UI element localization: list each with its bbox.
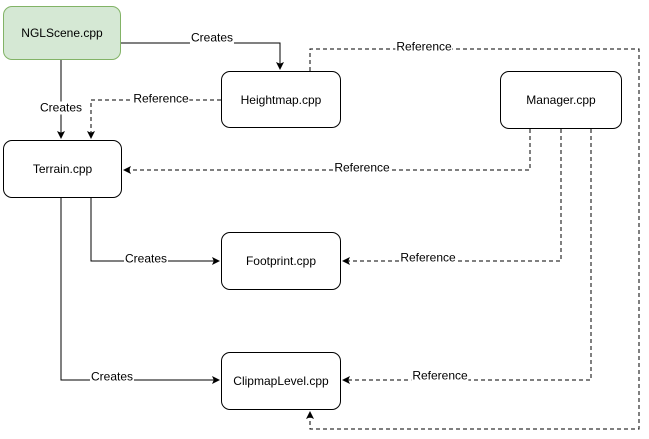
edge-label-reference-footprint: Reference [399, 250, 457, 265]
edge-label-creates-footprint: Creates [123, 251, 169, 266]
edge-label-creates-heightmap: Creates [189, 30, 235, 45]
node-clipmaplevel: ClipmapLevel.cpp [221, 352, 341, 410]
edge-heightmap-reference-terrain [87, 99, 221, 139]
node-nglscene: NGLScene.cpp [3, 6, 121, 60]
node-heightmap: Heightmap.cpp [221, 71, 341, 128]
node-terrain: Terrain.cpp [3, 140, 122, 198]
edge-label-reference-terrain-hm: Reference [132, 91, 190, 106]
edge-label-creates-clipmaplevel: Creates [89, 369, 135, 384]
edge-manager-reference-footprint [342, 129, 562, 265]
edge-label-creates-terrain: Creates [38, 100, 84, 115]
edge-label-reference-clipmaplevel: Reference [411, 368, 469, 383]
edge-terrain-creates-clipmaplevel [60, 198, 220, 384]
node-manager: Manager.cpp [500, 71, 622, 129]
edge-label-reference-terrain-mgr: Reference [333, 160, 391, 175]
edge-terrain-creates-footprint [90, 198, 220, 265]
edge-heightmap-reference-clipmaplevel [306, 48, 640, 430]
edge-label-reference-top: Reference [395, 39, 453, 54]
edge-manager-reference-terrain [123, 129, 531, 174]
node-footprint: Footprint.cpp [221, 232, 341, 290]
edge-nglscene-creates-heightmap [121, 42, 284, 70]
